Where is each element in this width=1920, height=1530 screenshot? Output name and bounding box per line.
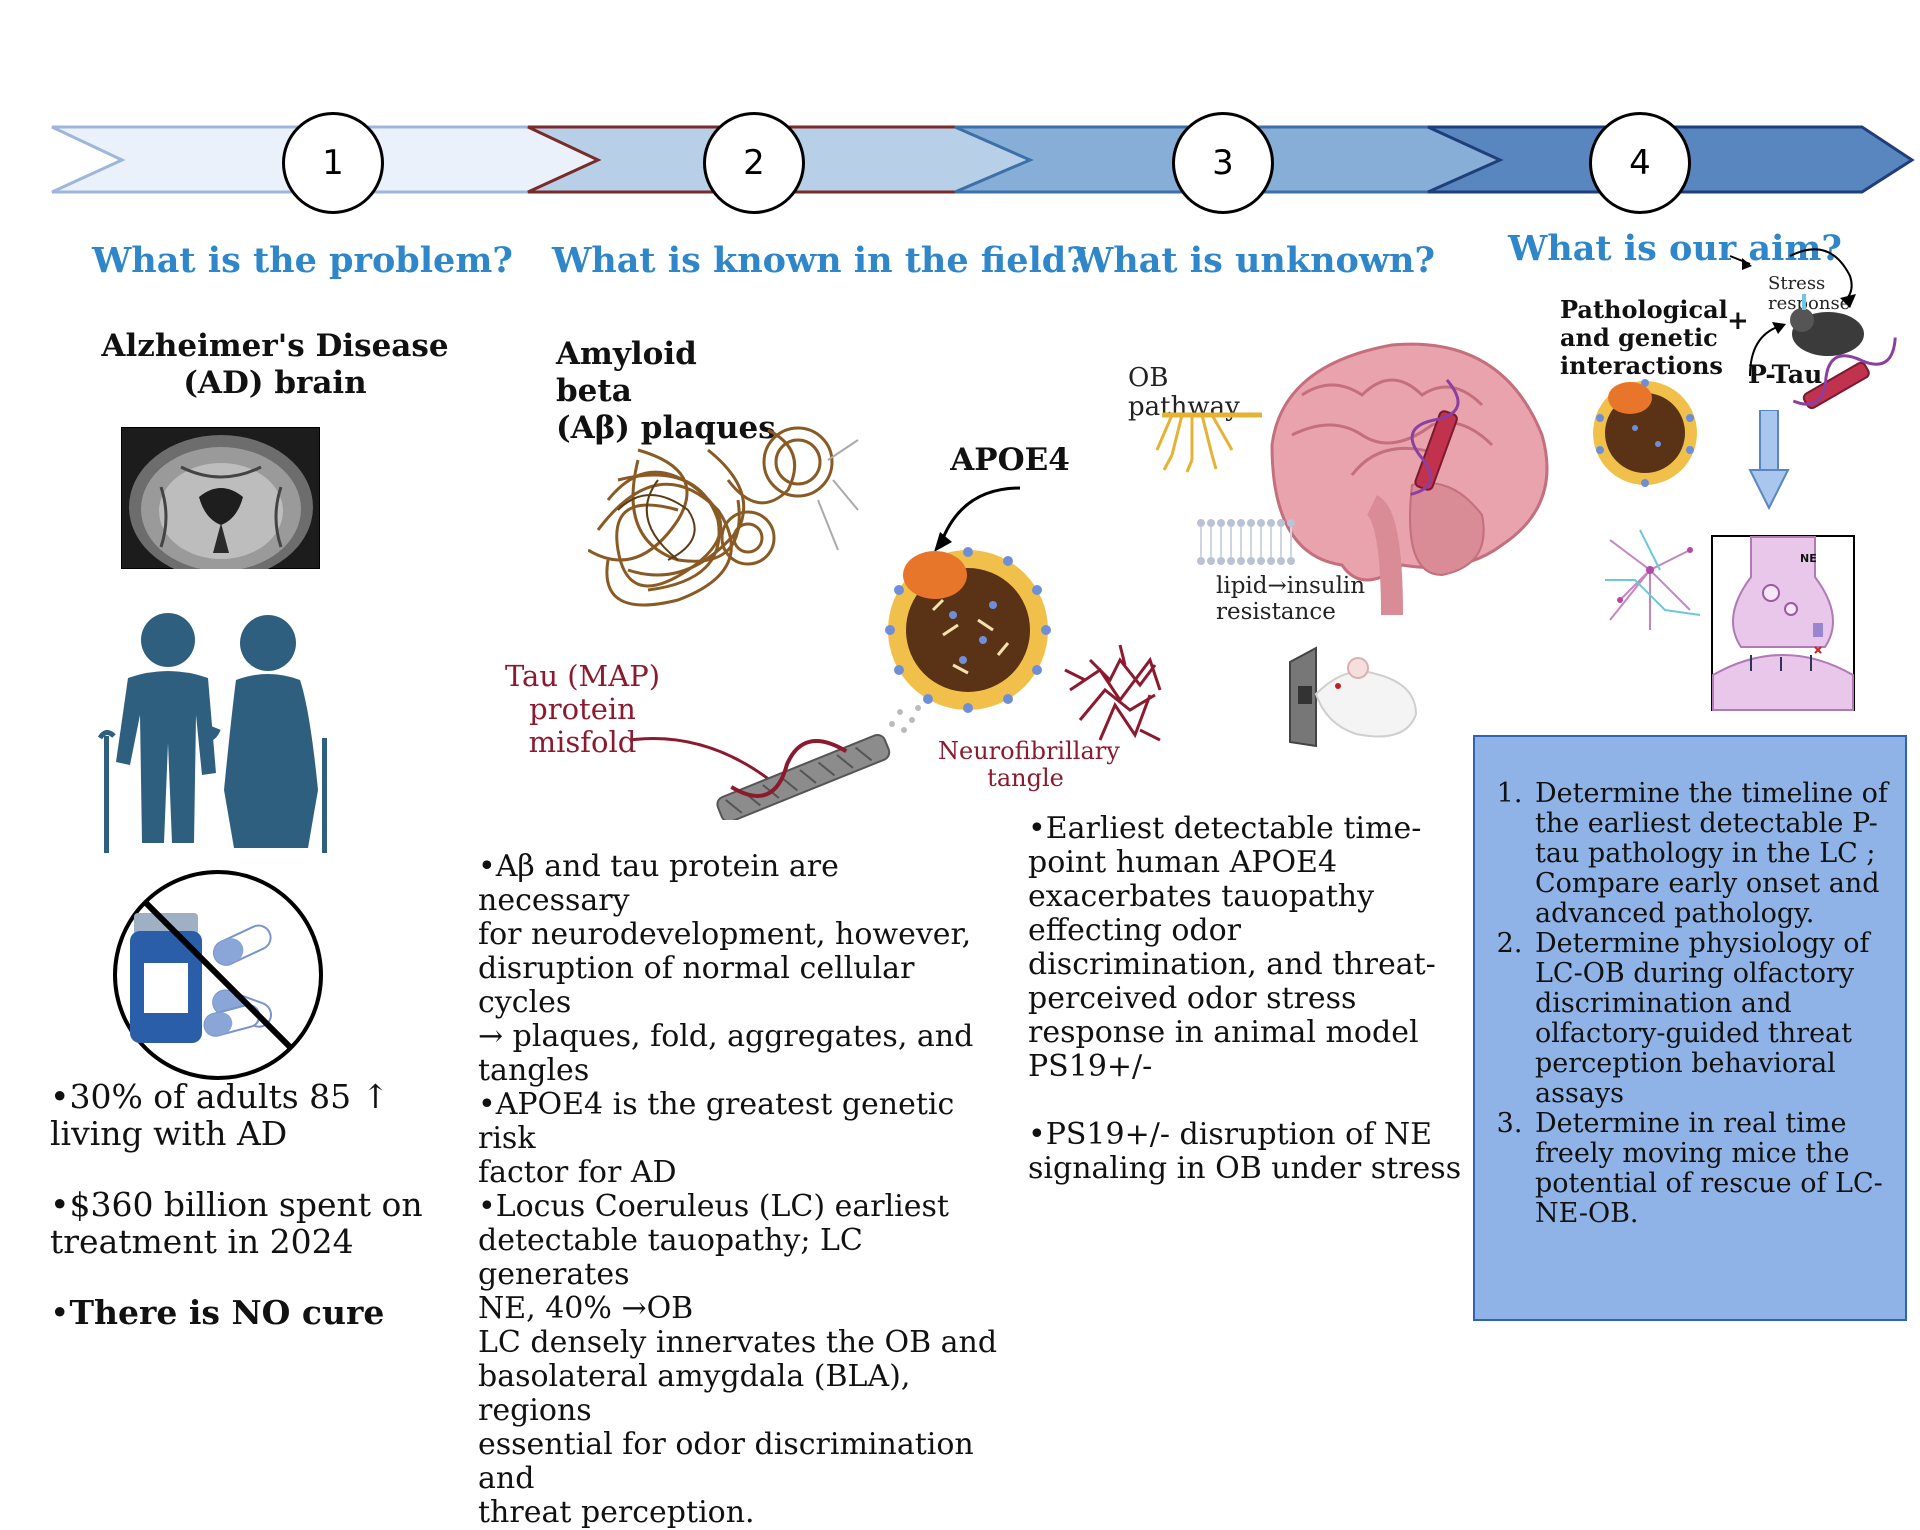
problem-bullet-2-line2: treatment in 2024 — [50, 1222, 354, 1261]
down-arrow-icon — [1748, 410, 1790, 510]
problem-bullets: •30% of adults 85 ↑ living with AD •$360… — [50, 1078, 450, 1331]
tau-label-line2: protein — [529, 692, 636, 726]
lipid-label-line1: lipid→insulin — [1216, 573, 1366, 599]
unknown-para1-line: response in animal model — [1028, 1015, 1419, 1050]
known-text-line: factor for AD — [478, 1155, 677, 1190]
apoe4-label: APOE4 — [950, 442, 1070, 478]
stress-label-line1: Stress — [1768, 273, 1826, 294]
known-text-line: •Locus Coeruleus (LC) earliest — [478, 1189, 949, 1224]
unknown-para1-line: point human APOE4 — [1028, 845, 1338, 880]
question-heading-1: What is the problem? — [92, 240, 513, 281]
known-text-line: → plaques, fold, aggregates, and — [478, 1019, 974, 1054]
amyloid-title-line1: Amyloid beta — [556, 336, 697, 409]
known-text-line: disruption of normal cellular cycles — [478, 951, 915, 1020]
bullet-marker: • — [50, 1293, 70, 1332]
aims-list: Determine the timeline of the earliest d… — [1475, 779, 1905, 1229]
lipid-bilayer-illustration — [1197, 519, 1295, 565]
known-text-line: NE, 40% →OB — [478, 1291, 694, 1326]
stress-label-line2: response — [1768, 293, 1851, 314]
ne-label: NE — [1800, 552, 1817, 565]
apoe4-lipoprotein-particle — [885, 547, 1051, 713]
problem-bullet-1-line1: •30% of adults 85 ↑ — [50, 1077, 390, 1116]
p-tau-label: P-Tau — [1748, 360, 1823, 389]
tangle-label-line2: tangle — [987, 764, 1064, 792]
known-text-line: detectable tauopathy; LC generates — [478, 1223, 863, 1292]
problem-bullet-1-line2: living with AD — [50, 1114, 288, 1153]
tangle-label: Neurofibrillary tangle — [938, 737, 1120, 792]
step-number-3: 3 — [1172, 112, 1274, 214]
known-text-line: •Aβ and tau protein are necessary — [478, 849, 839, 918]
ad-brain-title-line2: (AD) brain — [183, 365, 367, 401]
step-number-1: 1 — [282, 112, 384, 214]
ob-label-line1: OB — [1128, 363, 1169, 393]
aim-illustrations — [1729, 248, 1897, 410]
stress-response-label: Stress response — [1768, 274, 1850, 314]
aim-apoe4-particle — [1593, 379, 1697, 487]
tau-label: Tau (MAP) protein misfold — [495, 660, 670, 759]
step-number-2: 2 — [703, 112, 805, 214]
question-heading-4: What is our aim? — [1508, 228, 1842, 269]
problem-bullet-3: •There is NO cure — [50, 1294, 450, 1331]
tau-label-line1: Tau (MAP) — [504, 659, 661, 693]
unknown-para1-line: effecting odor — [1028, 913, 1242, 948]
tangle-label-line1: Neurofibrillary — [938, 737, 1120, 765]
mri-brain-image — [121, 427, 320, 569]
step-number-4: 4 — [1589, 112, 1691, 214]
unknown-para1-line: •Earliest detectable time- — [1028, 811, 1422, 846]
known-text-line: essential for odor discrimination and — [478, 1427, 974, 1496]
unknown-para1-line: PS19+/- — [1028, 1049, 1153, 1084]
amyloid-title: Amyloid beta (Aβ) plaques — [556, 336, 776, 447]
unknown-para2-line: •PS19+/- disruption of NE — [1028, 1117, 1433, 1152]
amyloid-plaque-illustration — [588, 426, 859, 607]
known-text-line: tangles — [478, 1053, 590, 1088]
lipid-label-line2: resistance — [1216, 599, 1336, 625]
spacer — [1028, 1084, 1468, 1118]
tau-label-line3: misfold — [528, 725, 637, 759]
known-text-line: basolateral amygdala (BLA), regions — [478, 1359, 911, 1428]
elderly-couple-icon — [98, 613, 327, 853]
known-text-line: for neurodevelopment, however, — [478, 917, 972, 952]
spacer — [50, 1260, 450, 1294]
aim-item-2: Determine physiology of LC-OB during olf… — [1531, 929, 1905, 1109]
unknown-bullets: •Earliest detectable time-point human AP… — [1028, 812, 1468, 1186]
mouse-odor-port-illustration — [1289, 646, 1418, 748]
amyloid-title-line2: (Aβ) plaques — [556, 410, 776, 446]
plus-sign: + — [1727, 306, 1749, 336]
spacer — [50, 1152, 450, 1186]
ad-brain-title-line1: Alzheimer's Disease — [101, 328, 449, 364]
pathological-interactions-label: Pathological and genetic interactions — [1560, 296, 1728, 380]
known-text-line: •APOE4 is the greatest genetic risk — [478, 1087, 955, 1156]
problem-bullet-2-line1: •$360 billion spent on — [50, 1185, 423, 1224]
known-text-line: LC densely innervates the OB and — [478, 1325, 998, 1360]
question-heading-2: What is known in the field? — [552, 240, 1087, 281]
no-medication-icon — [113, 870, 323, 1080]
neuron-network-illustration — [1605, 529, 1701, 630]
neurofibrillary-tangle-illustration — [1064, 644, 1162, 742]
patho-label-line1: Pathological — [1560, 295, 1728, 324]
patho-label-line2: and genetic — [1560, 323, 1718, 352]
aim-item-3: Determine in real time freely moving mic… — [1531, 1109, 1905, 1229]
tau-microtubule-illustration — [629, 705, 921, 820]
unknown-para1-line: perceived odor stress — [1028, 981, 1357, 1016]
apoe4-pointer-arrow — [934, 486, 1021, 552]
ad-brain-title: Alzheimer's Disease (AD) brain — [90, 328, 460, 402]
synapse-ne-illustration — [1711, 535, 1855, 711]
aims-box: Determine the timeline of the earliest d… — [1473, 735, 1907, 1321]
brain-sagittal-illustration — [1155, 342, 1549, 615]
lipid-insulin-label: lipid→insulin resistance — [1216, 573, 1365, 625]
patho-label-line3: interactions — [1560, 351, 1723, 380]
question-heading-3: What is unknown? — [1074, 240, 1435, 281]
unknown-para1-line: discrimination, and threat- — [1028, 947, 1436, 982]
aim-item-1: Determine the timeline of the earliest d… — [1531, 779, 1905, 929]
known-text-line: threat perception. — [478, 1495, 755, 1530]
unknown-para2-line: signaling in OB under stress — [1028, 1151, 1462, 1186]
no-cure-text: There is NO cure — [69, 1293, 385, 1332]
unknown-para1-line: exacerbates tauopathy — [1028, 879, 1375, 914]
